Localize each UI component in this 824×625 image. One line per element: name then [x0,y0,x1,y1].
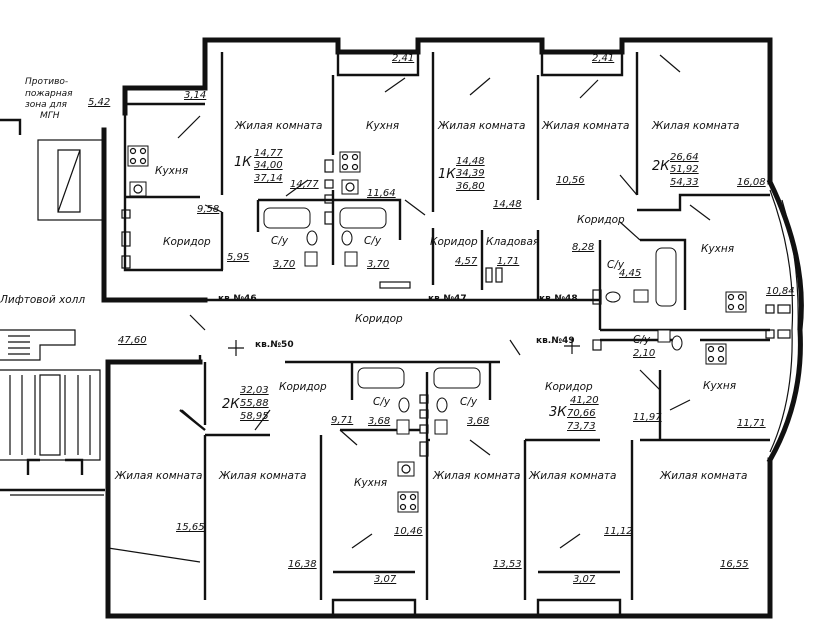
label-fire-zone-l3: зона для [25,100,68,110]
label-apt48-rooms: 2К [652,159,670,174]
label-area-fire-zone: 5,42 [88,97,110,108]
label-apt47-total-bal: 36,80 [456,181,485,192]
label-apt49-kitchen: Кухня [703,380,736,392]
outer-walls [101,37,804,619]
label-apt50-no: кв.№50 [255,340,294,350]
label-apt49-bath2: С/у [633,334,651,346]
label-apt50-living1: Жилая комната [114,470,202,482]
label-apt49-bath: С/у [460,396,478,408]
label-apt46-corr-area: 5,95 [227,252,249,263]
label-apt49-balcony: 3,07 [573,574,596,585]
label-apt48-living-area: 26,64 [670,152,699,163]
interior-walls [107,52,770,600]
label-apt48-living1: Жилая комната [541,120,629,132]
label-apt47-bath-area: 3,70 [367,259,389,270]
label-apt47-living: Жилая комната [437,120,525,132]
label-apt50-corridor: Коридор [279,381,327,393]
label-apt46-total-bal: 37,14 [254,173,283,184]
label-apt50-kitchen: Кухня [354,477,387,489]
label-apt50-total: 55,88 [240,398,269,409]
label-lift-hall: Лифтовой холл [0,294,85,306]
label-apt46-total: 34,00 [254,160,283,171]
label-apt48-balcony: 2,41 [592,53,614,64]
label-apt49-rooms: 3К [549,405,567,420]
door-arcs [177,54,711,549]
label-apt48-corridor: Коридор [577,214,625,226]
label-apt49-living-area: 41,20 [570,395,599,406]
label-apt50-rooms: 2К [222,397,240,412]
label-apt48-living2-area: 16,08 [737,177,766,188]
label-apt48-kitchen-area: 10,84 [766,286,795,297]
label-apt48-bath-area: 4,45 [619,268,641,279]
label-apt50-bath: С/у [373,396,391,408]
label-apt49-corridor: Коридор [545,381,593,393]
label-apt50-living-area: 32,03 [240,385,269,396]
label-apt47-total: 34,39 [456,168,485,179]
label-apt46-balcony: 3,14 [184,90,206,101]
label-apt49-living2-area: 11,12 [604,526,633,537]
label-apt47-kitchen-area: 11,64 [367,188,396,199]
label-apt49-living2: Жилая комната [528,470,616,482]
label-fire-zone-l4: МГН [40,111,60,121]
label-apt47-storage: Кладовая [486,236,539,248]
label-apt49-corr2-area: 11,71 [737,418,766,429]
label-apt48-kitchen: Кухня [701,243,734,255]
label-apt47-kitchen: Кухня [366,120,399,132]
label-apt50-living2: Жилая комната [218,470,306,482]
label-apt50-kitchen-area: 10,46 [394,526,423,537]
label-apt48-living1-area: 10,56 [556,175,585,186]
label-apt46-kitchen: Кухня [155,165,188,177]
label-apt49-total: 70,66 [567,408,596,419]
label-apt46-living: Жилая комната [234,120,322,132]
label-apt50-living1-area: 15,65 [176,522,205,533]
label-apt50-total-bal: 58,95 [240,411,269,422]
label-apt49-bath-area: 3,68 [467,416,489,427]
label-apt47-balcony: 2,41 [392,53,414,64]
label-apt49-kitchen-area: 11,97 [633,412,662,423]
label-apt49-total-bal: 73,73 [567,421,596,432]
label-apt47-corr-area: 4,57 [455,256,478,267]
label-fire-zone-l1: Противо- [25,77,68,87]
label-apt48-total: 51,92 [670,164,699,175]
label-apt48-living2: Жилая комната [651,120,739,132]
label-apt46-rooms: 1К [234,155,252,170]
label-apt46-living-area: 14,77 [254,148,283,159]
label-apt50-living2-area: 16,38 [288,559,317,570]
label-apt49-living1-area: 13,53 [493,559,522,570]
label-apt48-no: кв.№48 [539,294,578,304]
fixtures [121,145,791,513]
label-apt50-corr-area: 9,71 [331,415,353,426]
label-apt46-bath-area: 3,70 [273,259,295,270]
label-apt48-bath: С/у [607,259,625,271]
stair-lift-core [0,118,105,496]
label-apt48-total-bal: 54,33 [670,177,699,188]
label-apt49-living1: Жилая комната [432,470,520,482]
label-fire-zone-l2: пожарная [25,89,73,99]
label-apt46-room-area: 14,77 [290,179,319,190]
label-apt47-storage-area: 1,71 [497,256,519,267]
label-area-lift-hall: 47,60 [118,335,147,346]
label-apt47-no: кв.№47 [428,294,467,304]
label-apt50-balcony: 3,07 [374,574,397,585]
label-apt49-living3: Жилая комната [659,470,747,482]
label-apt46-kitchen-area: 9,58 [197,204,219,215]
label-apt48-corr-area: 8,28 [572,242,594,253]
label-apt47-corridor: Коридор [430,236,478,248]
label-apt50-bath-area: 3,68 [368,416,390,427]
label-corridor-main: Коридор [355,313,403,325]
label-apt49-bath2-area: 2,10 [633,348,655,359]
label-apt46-no: кв.№46 [218,294,257,304]
label-apt46-bath: С/у [271,235,289,247]
label-apt47-living-area: 14,48 [456,156,485,167]
label-apt47-rooms: 1К [438,167,456,182]
label-apt49-living3-area: 16,55 [720,559,749,570]
label-apt47-room-area: 14,48 [493,199,522,210]
label-apt47-bath: С/у [364,235,382,247]
label-apt46-corridor: Коридор [163,236,211,248]
label-apt49-no: кв.№49 [536,336,575,346]
